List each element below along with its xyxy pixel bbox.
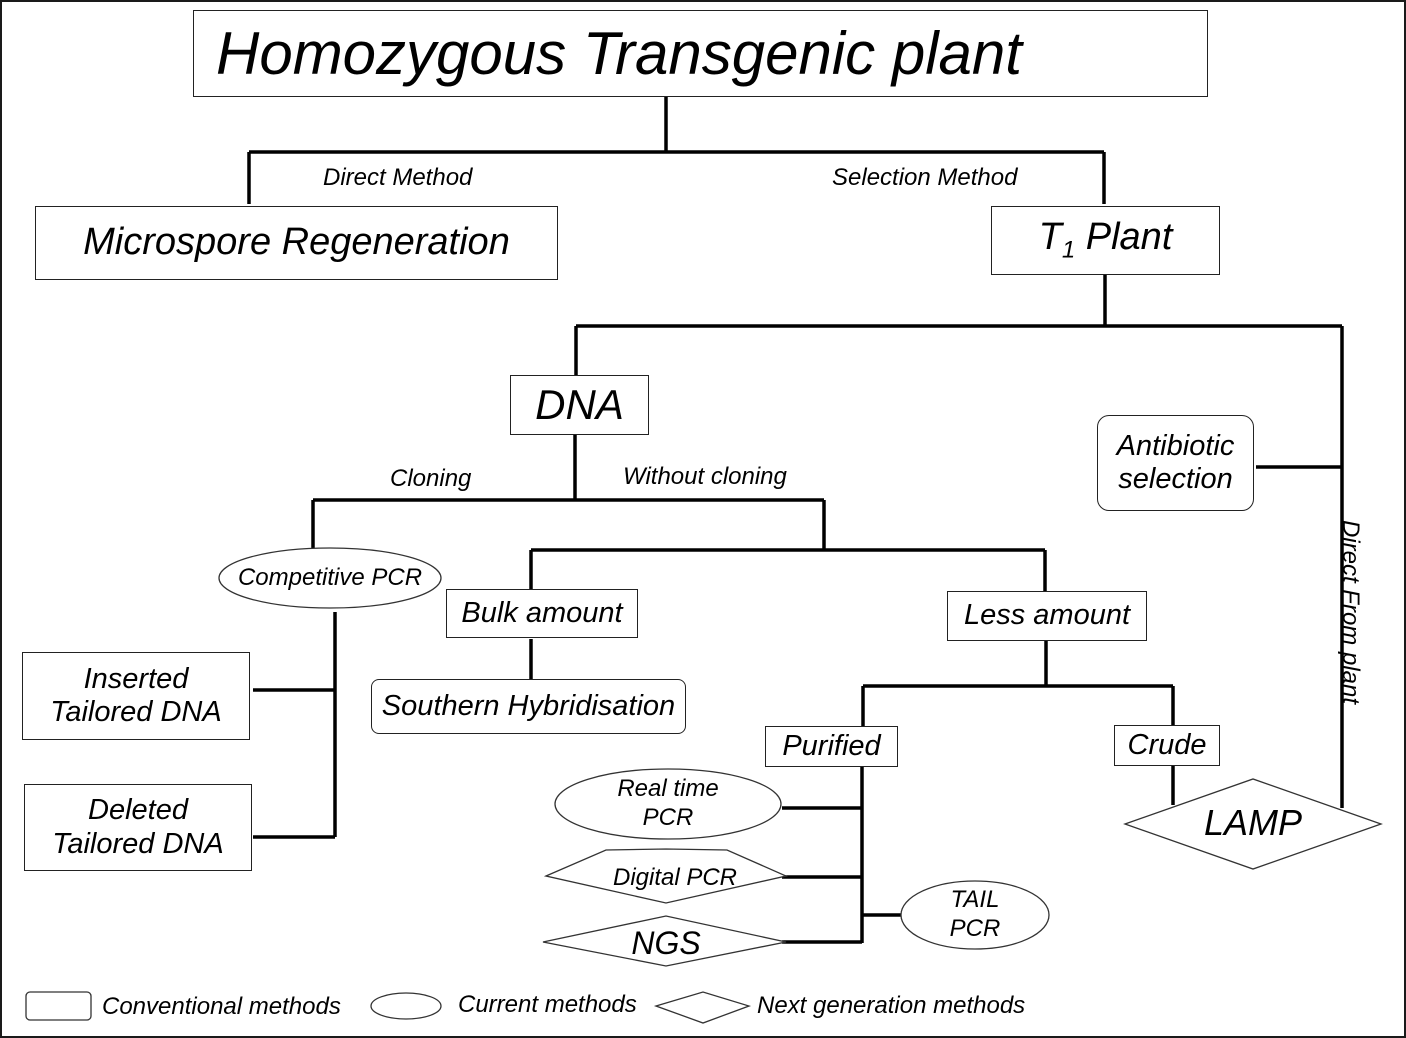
crude-box: Crude bbox=[1114, 725, 1220, 766]
less-amount-box: Less amount bbox=[947, 591, 1147, 641]
southern-label: Southern Hybridisation bbox=[381, 689, 676, 722]
inserted-line1: Inserted bbox=[83, 662, 189, 695]
antibiotic-line2: selection bbox=[1118, 463, 1233, 495]
deleted-tailored-dna-box: Deleted Tailored DNA bbox=[24, 784, 252, 871]
competitive-pcr-label: Competitive PCR bbox=[237, 563, 423, 591]
realtime-pcr-ellipse bbox=[554, 768, 782, 840]
inserted-tailored-dna-box: Inserted Tailored DNA bbox=[22, 652, 250, 740]
realtime-pcr-label: Real time PCR bbox=[555, 772, 781, 836]
ngs-label: NGS bbox=[631, 924, 701, 961]
label-cloning: Cloning bbox=[390, 465, 472, 492]
lamp-label: LAMP bbox=[1203, 802, 1303, 844]
legend-diamond-icon bbox=[653, 991, 752, 1024]
tail-line2: PCR bbox=[949, 915, 1001, 942]
purified-label: Purified bbox=[782, 729, 881, 762]
dna-box: DNA bbox=[510, 375, 649, 435]
legend-ellipse-icon bbox=[370, 992, 442, 1020]
t1-plant-label: T1 Plant bbox=[1039, 216, 1173, 264]
connector-lines bbox=[247, 96, 1344, 944]
inserted-line2: Tailored DNA bbox=[50, 696, 222, 728]
bulk-amount-box: Bulk amount bbox=[446, 589, 638, 638]
deleted-line2: Tailored DNA bbox=[52, 827, 224, 860]
legend-rect-icon bbox=[25, 991, 92, 1021]
antibiotic-selection-box: Antibiotic selection bbox=[1097, 415, 1254, 511]
lamp-diamond bbox=[1123, 778, 1383, 870]
legend-conventional: Conventional methods bbox=[102, 993, 341, 1020]
label-without-cloning: Without cloning bbox=[623, 463, 787, 490]
page-title: Homozygous Transgenic plant bbox=[216, 20, 1022, 87]
t1-plant-box: T1 Plant bbox=[991, 206, 1220, 275]
crude-label: Crude bbox=[1127, 728, 1207, 761]
deleted-line1: Deleted bbox=[88, 794, 188, 827]
tail-pcr-label: TAIL PCR bbox=[901, 882, 1049, 948]
label-direct-from-plant: Direct From plant bbox=[1337, 519, 1364, 705]
title-box: Homozygous Transgenic plant bbox=[193, 10, 1208, 97]
legend-next-generation: Next generation methods bbox=[757, 992, 1026, 1019]
southern-hybridisation-box: Southern Hybridisation bbox=[371, 679, 686, 734]
tail-pcr-ellipse bbox=[900, 880, 1050, 950]
legend-current: Current methods bbox=[458, 991, 637, 1018]
ngs-diamond bbox=[542, 915, 787, 967]
less-amount-label: Less amount bbox=[963, 599, 1131, 632]
microspore-regeneration-box: Microspore Regeneration bbox=[35, 206, 558, 280]
label-selection-method: Selection Method bbox=[832, 164, 1018, 191]
label-direct-method: Direct Method bbox=[323, 164, 473, 191]
microspore-label: Microspore Regeneration bbox=[83, 221, 510, 264]
antibiotic-line1: Antibiotic bbox=[1116, 429, 1235, 462]
realtime-line1: Real time bbox=[617, 775, 719, 803]
purified-box: Purified bbox=[765, 726, 898, 767]
dna-label: DNA bbox=[535, 380, 624, 428]
digital-pcr-label: Digital PCR bbox=[612, 863, 738, 891]
realtime-line2: PCR bbox=[642, 804, 694, 831]
tail-line1: TAIL bbox=[950, 886, 1000, 914]
t1-rest: Plant bbox=[1075, 216, 1173, 259]
t1-main: T bbox=[1038, 216, 1062, 259]
digital-pcr-diamond bbox=[543, 848, 789, 904]
bulk-amount-label: Bulk amount bbox=[461, 596, 623, 629]
competitive-pcr-ellipse bbox=[218, 547, 442, 609]
t1-sub: 1 bbox=[1061, 237, 1076, 264]
